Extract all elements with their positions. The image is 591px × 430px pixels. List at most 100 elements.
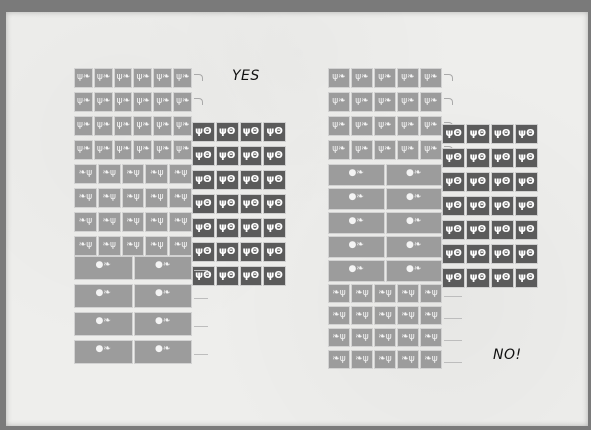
small-figure-icon: ψ❧ — [377, 120, 393, 132]
script-figure-icon: ❧ψ — [400, 332, 416, 343]
dark-figure-icon: ψΘ — [469, 272, 486, 284]
tile-cell: ❧ψ — [351, 284, 373, 303]
small-figure-icon: ψ❧ — [117, 120, 130, 132]
tile-cell: ψΘ — [192, 170, 215, 190]
script-figure-icon: ❧ψ — [77, 168, 94, 180]
tile-cell: ψΘ — [240, 266, 263, 286]
no-head-row: ●❧ ●❧ — [328, 260, 442, 282]
small-figure-icon: ψ❧ — [136, 72, 149, 84]
tile-cell: ❧ψ — [328, 328, 350, 347]
tile-cell: ψΘ — [442, 148, 465, 168]
no-script-row: ❧ψ❧ψ❧ψ❧ψ❧ψ — [328, 284, 442, 303]
tile-cell: ●❧ — [134, 340, 193, 364]
dark-figure-icon: ψΘ — [445, 272, 462, 284]
script-figure-icon: ❧ψ — [331, 288, 347, 299]
tile-cell: ψΘ — [491, 124, 514, 144]
tile-cell: ψ❧ — [94, 140, 113, 160]
tile-cell: ψΘ — [240, 194, 263, 214]
yes-small-row: ψ❧ψ❧ψ❧ψ❧ψ❧ψ❧ — [74, 92, 192, 112]
tile-cell: ψ❧ — [420, 92, 442, 112]
tile-cell: ❧ψ — [74, 236, 97, 256]
tile-cell: ❧ψ — [420, 328, 442, 347]
script-figure-icon: ❧ψ — [172, 240, 189, 252]
dark-figure-icon: ψΘ — [219, 270, 236, 282]
head-figure-icon: ●❧ — [137, 288, 190, 304]
dark-figure-icon: ψΘ — [469, 128, 486, 140]
head-figure-icon: ●❧ — [331, 192, 382, 206]
small-figure-icon: ψ❧ — [423, 144, 439, 156]
head-figure-icon: ●❧ — [389, 240, 440, 254]
script-figure-icon: ❧ψ — [354, 332, 370, 343]
small-figure-icon: ψ❧ — [354, 96, 370, 108]
dark-figure-icon: ψΘ — [518, 152, 535, 164]
dark-figure-icon: ψΘ — [266, 222, 283, 234]
tile-cell: ψΘ — [263, 242, 286, 262]
no-head-row: ●❧ ●❧ — [328, 236, 442, 258]
script-figure-icon: ❧ψ — [148, 216, 165, 228]
tile-cell: ψ❧ — [133, 116, 152, 136]
head-figure-icon: ●❧ — [77, 344, 130, 360]
dark-figure-icon: ψΘ — [445, 224, 462, 236]
tile-cell: ●❧ — [386, 164, 443, 186]
small-figure-icon: ψ❧ — [97, 120, 110, 132]
tile-cell: ❧ψ — [169, 236, 192, 256]
dark-figure-icon: ψΘ — [469, 224, 486, 236]
dark-figure-icon: ψΘ — [219, 198, 236, 210]
dark-figure-icon: ψΘ — [243, 222, 260, 234]
small-figure-icon: ψ❧ — [97, 96, 110, 108]
tile-cell: ψΘ — [216, 194, 239, 214]
dark-figure-icon: ψΘ — [494, 224, 511, 236]
small-figure-icon: ψ❧ — [176, 96, 189, 108]
tile-cell: ❧ψ — [374, 350, 396, 369]
tile-cell: ψ❧ — [114, 92, 133, 112]
yes-head-row: ●❧ ●❧ — [74, 284, 192, 308]
row-tick — [444, 362, 462, 363]
no-small-row: ψ❧ψ❧ψ❧ψ❧ψ❧ — [328, 68, 442, 88]
script-figure-icon: ❧ψ — [400, 310, 416, 321]
row-hook — [444, 74, 453, 81]
tile-cell: ψ❧ — [374, 116, 396, 136]
tile-cell: ❧ψ — [374, 284, 396, 303]
script-figure-icon: ❧ψ — [77, 216, 94, 228]
head-figure-icon: ●❧ — [331, 240, 382, 254]
head-figure-icon: ●❧ — [331, 168, 382, 182]
tile-cell: ψΘ — [216, 122, 239, 142]
dark-figure-icon: ψΘ — [518, 272, 535, 284]
small-figure-icon: ψ❧ — [156, 120, 169, 132]
no-label: NO! — [493, 347, 522, 363]
script-figure-icon: ❧ψ — [423, 288, 439, 299]
dark-figure-icon: ψΘ — [518, 224, 535, 236]
tile-cell: ❧ψ — [328, 306, 350, 325]
tile-cell: ψ❧ — [114, 116, 133, 136]
tile-cell: ψ❧ — [351, 68, 373, 88]
head-figure-icon: ●❧ — [77, 288, 130, 304]
script-figure-icon: ❧ψ — [354, 288, 370, 299]
tile-cell: ❧ψ — [351, 328, 373, 347]
tile-cell: ψΘ — [515, 172, 538, 192]
tile-cell: ψΘ — [491, 148, 514, 168]
tile-cell: ❧ψ — [122, 212, 145, 232]
script-figure-icon: ❧ψ — [172, 216, 189, 228]
dark-figure-icon: ψΘ — [219, 126, 236, 138]
head-figure-icon: ●❧ — [77, 260, 130, 276]
head-figure-icon: ●❧ — [389, 264, 440, 278]
tile-cell: ❧ψ — [374, 306, 396, 325]
script-figure-icon: ❧ψ — [101, 168, 118, 180]
small-figure-icon: ψ❧ — [156, 144, 169, 156]
script-figure-icon: ❧ψ — [354, 310, 370, 321]
dark-figure-icon: ψΘ — [195, 174, 212, 186]
row-tick — [194, 298, 208, 299]
head-figure-icon: ●❧ — [331, 264, 382, 278]
dark-figure-icon: ψΘ — [266, 198, 283, 210]
yes-head-row: ●❧●❧ — [74, 312, 192, 336]
no-small-row: ψ❧ψ❧ψ❧ψ❧ψ❧ — [328, 116, 442, 136]
small-figure-icon: ψ❧ — [77, 96, 90, 108]
tile-cell: ψ❧ — [133, 140, 152, 160]
tile-cell: ψΘ — [491, 268, 514, 288]
script-figure-icon: ❧ψ — [125, 240, 142, 252]
small-figure-icon: ψ❧ — [136, 96, 149, 108]
dark-figure-icon: ψΘ — [195, 198, 212, 210]
tile-cell: ψΘ — [515, 244, 538, 264]
dark-figure-icon: ψΘ — [266, 126, 283, 138]
